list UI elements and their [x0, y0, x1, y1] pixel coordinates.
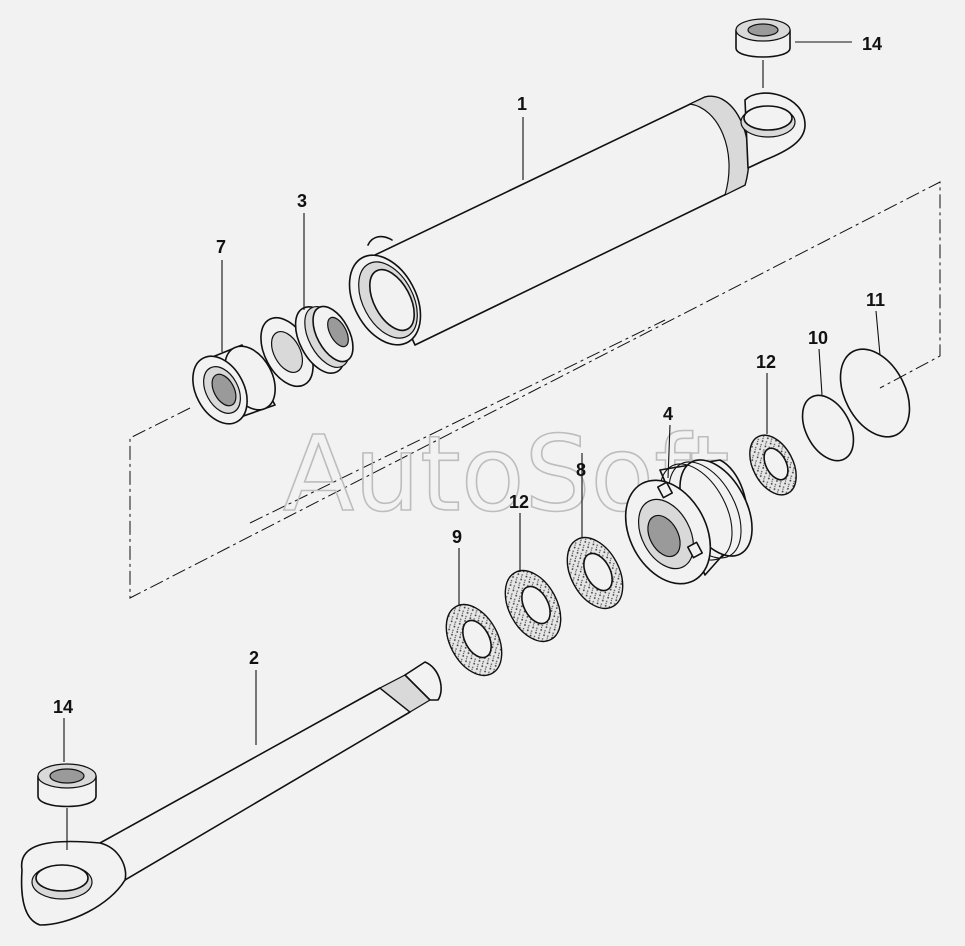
part-10-o-ring [801, 394, 855, 462]
part-14-bushing-bottom [37, 763, 97, 850]
part-label-12-lower: 12 [509, 492, 529, 512]
part-12-seal-ring-upper [749, 434, 797, 496]
part-7-nut [192, 344, 276, 425]
part-number-labels: 14 1 3 7 11 10 12 4 8 12 9 2 14 [53, 34, 885, 717]
part-label-14-top: 14 [862, 34, 882, 54]
part-14-bushing-top [735, 18, 791, 88]
part-label-12-upper: 12 [756, 352, 776, 372]
part-label-9: 9 [452, 527, 462, 547]
part-label-4: 4 [663, 404, 673, 424]
part-label-11: 11 [866, 290, 885, 310]
part-8-washer [566, 536, 624, 610]
part-label-2: 2 [249, 648, 259, 668]
part-label-3: 3 [297, 191, 307, 211]
part-label-10: 10 [808, 328, 828, 348]
part-label-14-bottom: 14 [53, 697, 73, 717]
part-3-piston [260, 305, 354, 388]
part-11-o-ring [839, 348, 911, 438]
part-label-1: 1 [517, 94, 527, 114]
leader-lines [63, 41, 881, 762]
part-2-piston-rod [20, 661, 442, 926]
part-12-seal-ring-lower [504, 569, 562, 643]
part-9-wiper [445, 603, 503, 677]
assembly-centerline [129, 181, 941, 599]
part-1-cylinder-barrel [348, 92, 806, 346]
part-label-8: 8 [576, 460, 586, 480]
part-4-cylinder-guide [624, 459, 753, 585]
part-label-7: 7 [216, 237, 226, 257]
